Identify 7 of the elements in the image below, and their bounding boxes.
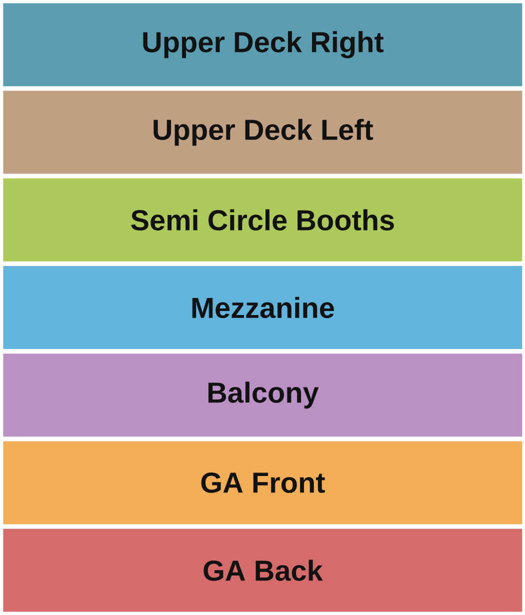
section-band: Balcony <box>3 354 522 437</box>
section-band: Upper Deck Right <box>3 3 522 86</box>
section-band: Semi Circle Booths <box>3 178 522 262</box>
section-band: GA Back <box>3 528 522 612</box>
section-band: Upper Deck Left <box>3 90 522 174</box>
section-band: Mezzanine <box>3 266 522 349</box>
section-band: GA Front <box>3 441 522 524</box>
